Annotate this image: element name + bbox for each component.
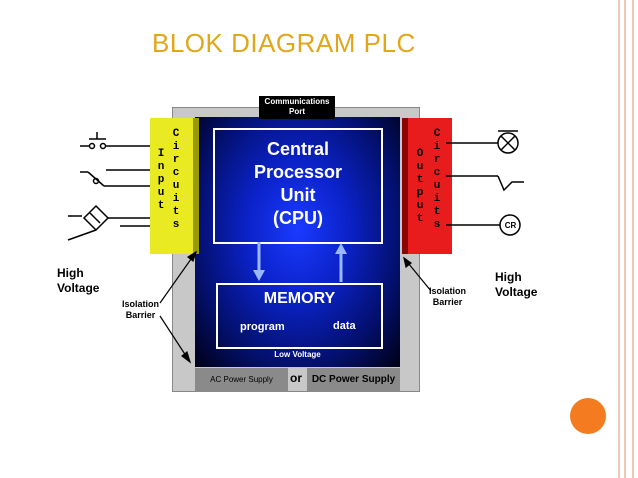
relay-coil-icon <box>446 214 521 236</box>
input-circuits-panel: Input Circuits <box>150 118 199 254</box>
output-circuits-label: Circuits <box>433 128 441 231</box>
slide-title: BLOK DIAGRAM PLC <box>152 28 416 58</box>
cpu-label: Central Processor Unit (CPU) <box>253 139 343 228</box>
isolation-barrier-right-label: Isolation Barrier <box>429 286 467 307</box>
lamp-icon <box>446 130 519 154</box>
isolation-barrier-left-label: Isolation Barrier <box>122 299 160 320</box>
isolation-barrier-left-pointer <box>159 250 198 364</box>
memory-program-label: program <box>240 321 285 333</box>
isolation-barrier-right-pointer <box>403 256 432 292</box>
accent-dot <box>570 398 606 434</box>
memory-box <box>216 283 383 349</box>
memory-data-label: data <box>333 320 356 332</box>
cpu-box <box>213 128 383 244</box>
proximity-switch-icon <box>67 204 150 241</box>
pushbutton-switch-icon <box>80 132 150 150</box>
dc-power-supply: DC Power Supply <box>307 368 400 392</box>
communications-port: Communications Port <box>259 96 335 119</box>
output-circuits-panel: Output Circuits <box>402 118 452 254</box>
cpu-to-memory-arrow <box>253 242 265 281</box>
memory-title: MEMORY <box>263 290 336 307</box>
memory-to-cpu-arrow <box>335 243 347 282</box>
high-voltage-left-label: High Voltage <box>57 266 100 295</box>
limit-switch-icon <box>80 169 150 187</box>
input-label: Input <box>157 148 165 212</box>
or-label: or <box>290 371 302 385</box>
relay-coil-label: CR <box>504 221 517 230</box>
input-circuits-label: Circuits <box>172 128 180 231</box>
output-label: Output <box>416 148 424 225</box>
low-voltage-label: Low Voltage <box>274 350 321 359</box>
high-voltage-right-label: High Voltage <box>495 270 538 299</box>
decorative-stripes <box>608 0 638 478</box>
ac-power-supply: AC Power Supply <box>195 368 288 392</box>
solenoid-icon <box>446 175 524 192</box>
